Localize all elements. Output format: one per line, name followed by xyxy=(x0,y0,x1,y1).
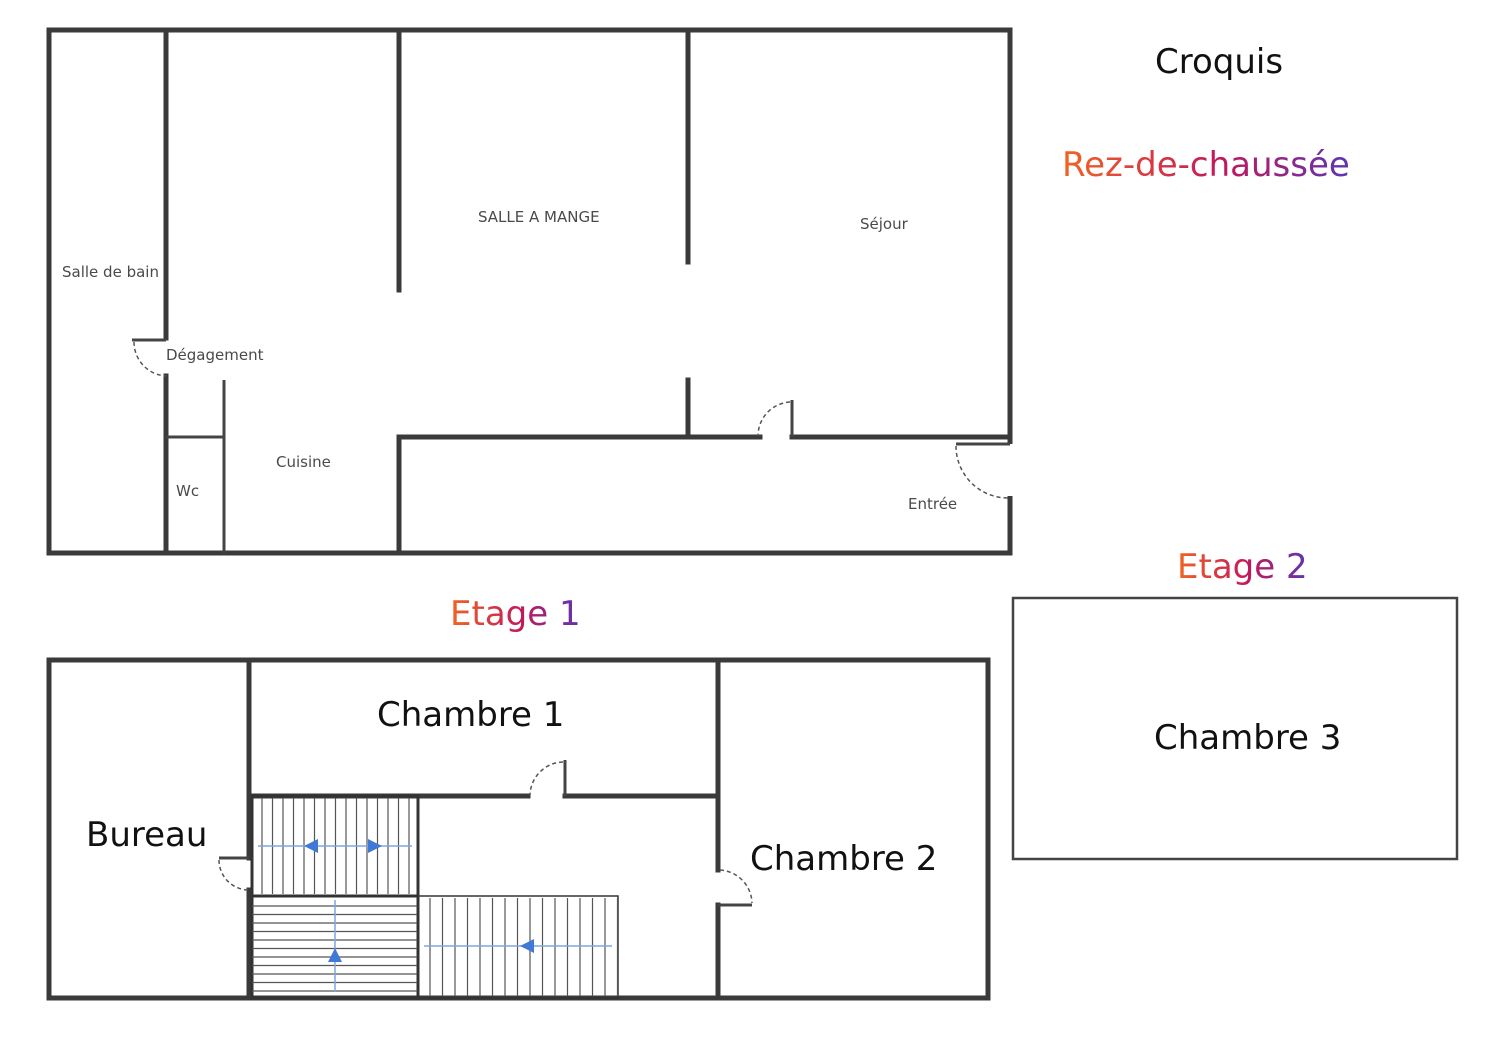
ground-floor-plan: Salle de bain Dégagement Wc Cuisine SALL… xyxy=(46,27,1016,556)
room-label-bureau: Bureau xyxy=(86,815,207,855)
room-label-chambre2: Chambre 2 xyxy=(750,839,937,879)
page-title: Croquis xyxy=(1155,42,1283,82)
level-label-first: Etage 1 xyxy=(450,594,581,634)
first-floor-plan: Bureau Chambre 1 Chambre 2 xyxy=(46,657,991,1001)
room-label-salle-de-bain: Salle de bain xyxy=(62,263,159,281)
stair-arrow-left-lower xyxy=(520,939,534,953)
level-label-ground: Rez-de-chaussée xyxy=(1062,145,1350,185)
level-label-second: Etage 2 xyxy=(1177,547,1308,587)
ground-outer-wall xyxy=(46,27,1013,556)
stair-arrow-right xyxy=(368,839,382,853)
room-label-sejour: Séjour xyxy=(860,215,909,233)
room-label-degagement: Dégagement xyxy=(166,346,264,364)
stair-arrow-left xyxy=(304,839,318,853)
room-label-chambre3: Chambre 3 xyxy=(1154,718,1341,758)
staircase xyxy=(250,794,619,1000)
second-outer-wall xyxy=(1011,596,1459,861)
room-label-chambre1: Chambre 1 xyxy=(377,695,564,735)
room-label-salle-a-manger: SALLE A MANGE xyxy=(478,208,600,226)
second-floor-plan: Chambre 3 xyxy=(1011,596,1459,861)
room-label-entree: Entrée xyxy=(908,495,957,513)
stair-arrow-up xyxy=(328,948,342,962)
room-label-wc: Wc xyxy=(176,482,199,500)
room-label-cuisine: Cuisine xyxy=(276,453,331,471)
